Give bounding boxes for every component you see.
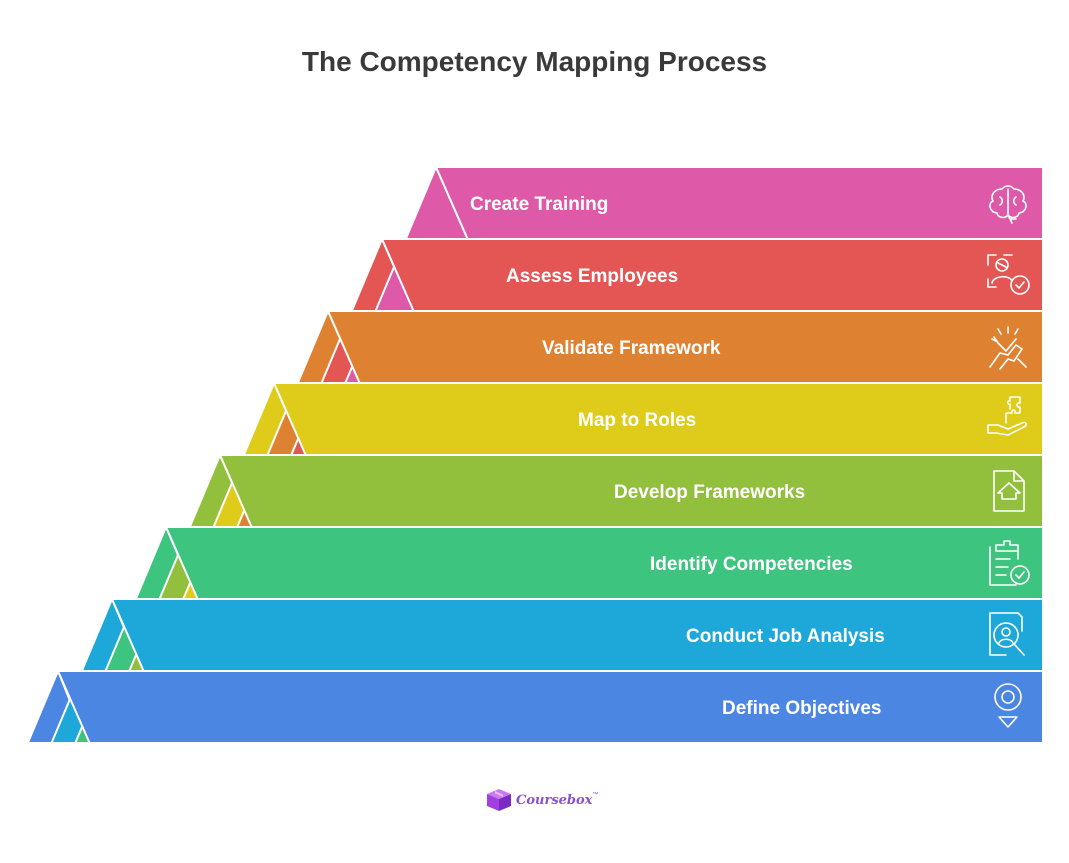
step-label: Assess Employees	[506, 266, 678, 287]
diagram-title: The Competency Mapping Process	[301, 46, 768, 77]
icon-layer	[987, 185, 1030, 728]
step-label: Create Training	[470, 194, 608, 215]
clipboard-check-icon	[989, 540, 1030, 586]
location-pin-icon	[994, 683, 1022, 728]
document-upload-icon	[993, 470, 1025, 512]
brand-trademark: ™	[592, 792, 599, 798]
cube-logo-icon	[487, 789, 511, 811]
user-check-icon	[987, 254, 1030, 295]
brand-name: Coursebox	[516, 792, 593, 808]
step-label: Identify Competencies	[650, 554, 853, 575]
step-label: Map to Roles	[578, 410, 696, 431]
brand-logo: Coursebox ™	[486, 787, 598, 813]
step-label: Develop Frameworks	[614, 482, 805, 503]
band-conduct-job-analysis	[110, 598, 1044, 672]
step-label: Validate Framework	[542, 338, 721, 359]
brain-icon	[989, 185, 1027, 224]
step-label: Conduct Job Analysis	[686, 626, 885, 647]
puzzle-hand-icon	[987, 396, 1027, 436]
band-identify-competencies	[164, 526, 1044, 600]
step-label: Define Objectives	[722, 698, 881, 719]
handshake-icon	[989, 326, 1027, 370]
band-assess-employees	[380, 238, 1044, 312]
band-define-objectives	[56, 670, 1044, 744]
person-search-icon	[989, 612, 1025, 656]
